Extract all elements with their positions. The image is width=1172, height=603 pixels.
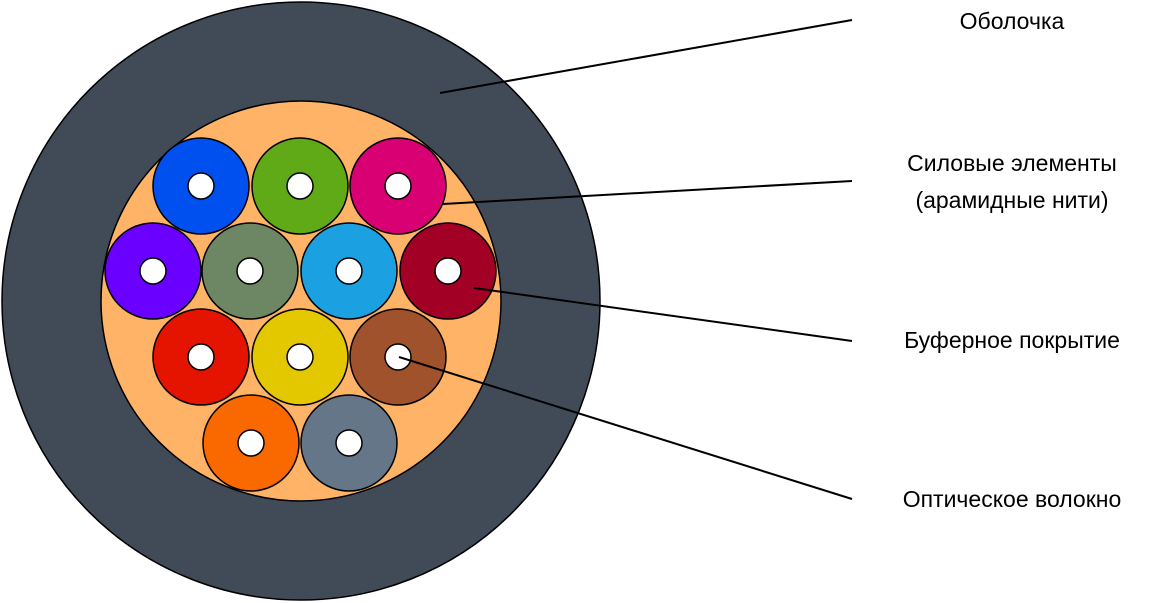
optical-fiber-core [286, 172, 314, 200]
label-buffer: Буферное покрытие [904, 327, 1120, 353]
leader-line-strength [442, 180, 853, 205]
optical-fiber-core [237, 429, 265, 457]
leader-line-fiber [398, 356, 853, 500]
optical-fiber-core [187, 343, 215, 371]
optical-fiber-core [335, 257, 363, 285]
fibers-group [104, 137, 497, 492]
label-strength-line1: Силовые элементы [907, 150, 1117, 176]
optical-fiber-core [384, 172, 412, 200]
optical-fiber-core [139, 257, 167, 285]
optical-fiber-core [236, 257, 264, 285]
optical-fiber-core [335, 429, 363, 457]
label-strength-line2: (арамидные нити) [915, 187, 1108, 213]
optical-fiber-core [187, 172, 215, 200]
optical-fiber-core [384, 343, 412, 371]
optical-fiber-core [286, 343, 314, 371]
optical-fiber-core [434, 257, 462, 285]
label-fiber: Оптическое волокно [903, 486, 1122, 512]
leader-line-sheath [439, 19, 853, 94]
leader-line-buffer [473, 287, 853, 342]
label-sheath: Оболочка [960, 8, 1065, 34]
